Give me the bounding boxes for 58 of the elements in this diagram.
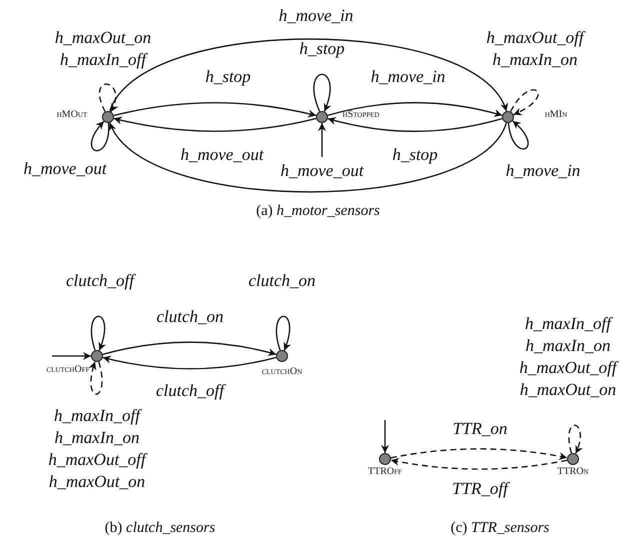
state-circle (379, 453, 391, 465)
edge-label: TTR_off (451, 478, 511, 500)
arrow (114, 102, 316, 118)
self-loop-arrow (98, 84, 118, 112)
edge-label: h_stop (391, 144, 439, 166)
arrow (390, 458, 568, 470)
edge-label: clutch_off (155, 380, 227, 402)
state-name: clutchOn (262, 366, 302, 378)
state-circle (276, 350, 288, 362)
edge-label: h_maxOut_on h_maxIn_off (54, 27, 152, 71)
self-loop-arrow (89, 362, 103, 395)
edge-label: h_move_in (370, 66, 446, 88)
panel-caption: (c) TTR_sensors (450, 520, 550, 537)
self-loop-arrow (276, 316, 291, 351)
edge-label: h_move_out (179, 144, 265, 166)
edge-label: clutch_off (65, 270, 137, 292)
arrow (52, 352, 91, 360)
self-loop-arrow (568, 424, 582, 454)
edge-label: h_maxOut_off h_maxIn_on (485, 27, 586, 71)
state-circle (91, 350, 103, 362)
arrow (328, 116, 502, 132)
edge-label: clutch_on (247, 270, 317, 292)
edge-label: h_stop (204, 66, 252, 88)
state-name: hMOut (56, 109, 88, 121)
self-loop-arrow (510, 89, 539, 116)
arrow (102, 342, 276, 356)
state-circle (567, 453, 579, 465)
state-name: clutchOff (46, 364, 90, 376)
state-name: hMIn (544, 109, 568, 121)
arrow (390, 448, 568, 460)
arrow (318, 123, 326, 157)
state-name: TTROn (557, 466, 589, 478)
edge-label: TTR_on (452, 418, 508, 440)
self-loop-arrow (313, 74, 331, 112)
self-loop-arrow (91, 120, 110, 152)
edge-label: h_maxIn_off h_maxIn_on h_maxOut_off h_maxOut_on (47, 405, 148, 493)
panel-caption: (a) h_motor_sensors (256, 203, 380, 220)
state-name: TTROff (368, 466, 402, 478)
state-circle (102, 111, 114, 123)
edge-label: h_move_out (279, 160, 365, 182)
arrow (114, 116, 316, 132)
self-loop-arrow (508, 120, 529, 150)
edge-label: h_move_out (22, 158, 108, 180)
edge-label: h_stop (298, 38, 346, 60)
arrow (328, 102, 502, 118)
state-circle (502, 111, 514, 123)
edge-label: h_move_in (278, 5, 354, 27)
arrow (109, 122, 507, 193)
edge-label: h_maxIn_off h_maxIn_on h_maxOut_off h_maxOut_on (518, 313, 620, 401)
arrow (109, 38, 507, 112)
edge-label: h_move_in (504, 160, 582, 182)
panel-caption: (b) clutch_sensors (104, 520, 216, 537)
edge-label: clutch_on (155, 306, 225, 328)
state-circle (316, 111, 328, 123)
self-loop-arrow (90, 316, 106, 351)
state-name: hStopped (342, 109, 380, 121)
arrow (381, 420, 389, 453)
arrow (102, 355, 276, 370)
